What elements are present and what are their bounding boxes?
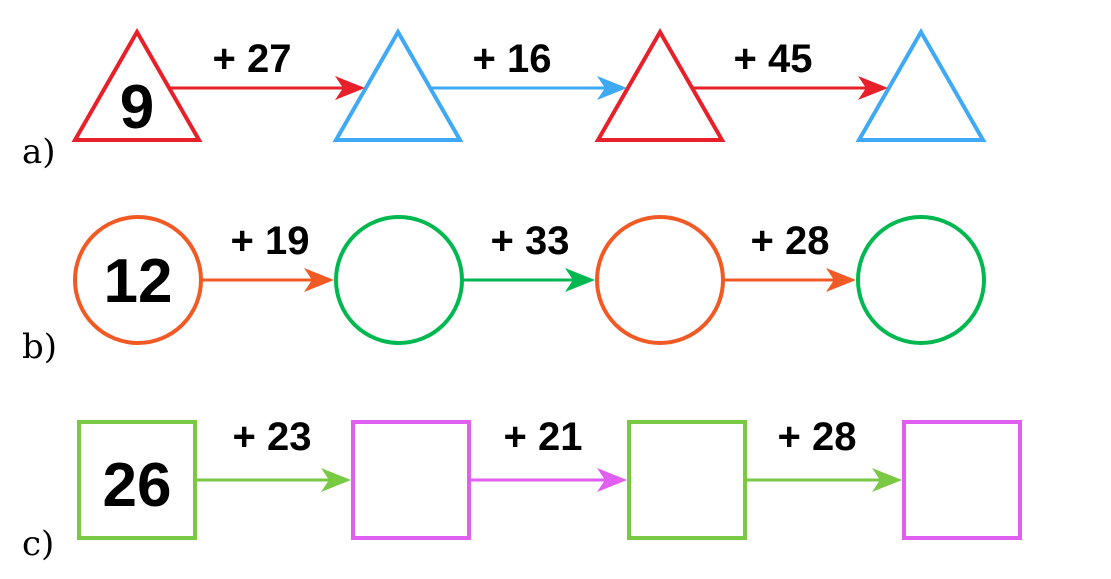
arrow-head-icon [858,76,888,100]
square-box-3 [627,420,747,540]
circle-box-2 [334,215,464,345]
triangle-box-3 [594,27,726,142]
circle-box-4 [856,215,986,345]
row-label: a) [22,132,56,172]
arrow-head-icon [826,268,856,292]
row-label: b) [22,327,57,367]
triangle-box-4 [855,27,987,142]
start-value: 12 [104,247,173,316]
row-c: c) 26 + 23 + 21 + 28 [22,415,1022,564]
arrow-head-icon [321,468,351,492]
start-value: 26 [103,451,172,520]
square-box-4 [902,420,1022,540]
circle-box-3 [595,215,725,345]
operation-label-1: + 23 [233,415,312,459]
arrow-head-icon [872,468,902,492]
start-value: 9 [120,73,154,142]
operation-label-1: + 19 [231,219,310,263]
square-box-2 [351,420,471,540]
operation-label-3: + 28 [751,219,830,263]
row-b: b) 12 + 19 + 33 + 28 [22,215,986,367]
operation-label-2: + 16 [473,37,552,81]
arrow-head-icon [597,76,627,100]
arrow-head-icon [597,468,627,492]
row-label: c) [22,524,54,564]
triangle-box-2 [332,27,464,142]
operation-label-3: + 28 [778,415,857,459]
operation-label-2: + 33 [491,219,570,263]
triangle-box-1 [71,27,203,142]
arrow-head-icon [565,268,595,292]
arrow-head-icon [335,76,365,100]
row-a: a) 9 + 27 + 16 + 45 [22,27,987,172]
operation-label-3: + 45 [734,37,813,81]
arrow-head-icon [304,268,334,292]
operation-label-1: + 27 [213,37,292,81]
operation-label-2: + 21 [504,415,583,459]
